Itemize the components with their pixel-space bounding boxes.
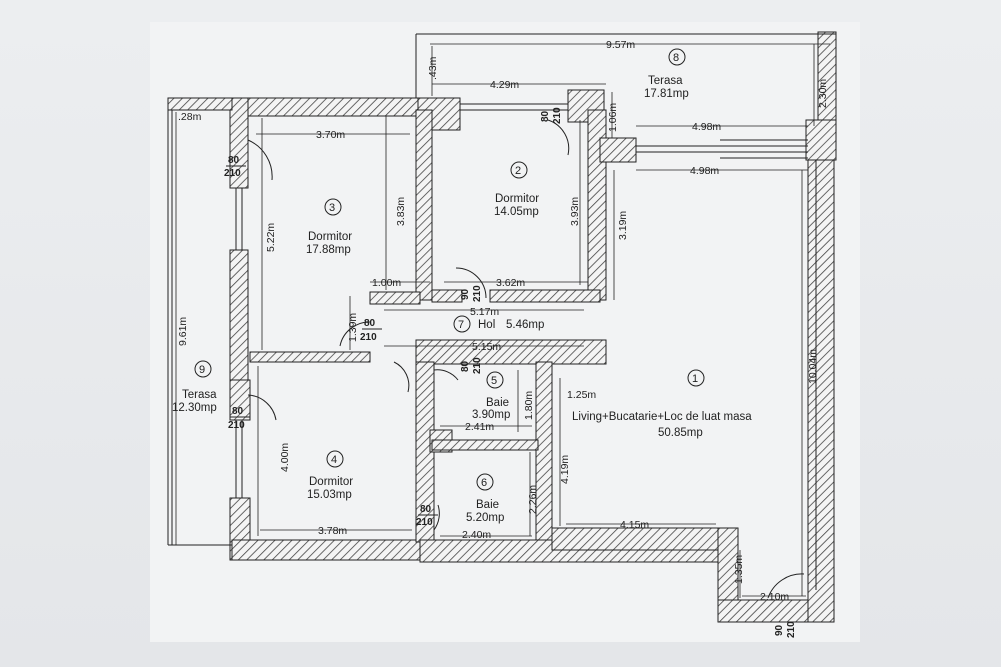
room-area-hol: 5.46mp [506, 319, 544, 331]
dim-terrace8-inner-h: 1.06m [607, 103, 619, 132]
dim-terrace8-inner-w: 4.98m [692, 121, 721, 133]
room-number: 6 [481, 477, 487, 489]
room-number: 3 [329, 202, 335, 214]
labels: 1 2 3 4 5 6 7 8 9 Living+Bucatarie+Loc d… [172, 39, 829, 638]
door-swings [247, 119, 805, 599]
outline-lines [167, 33, 836, 590]
dim-room4-w: 3.78m [318, 525, 347, 537]
dim-hol-top: 5.17m [470, 306, 499, 318]
door-width: 80 [420, 504, 432, 515]
room-number: 7 [458, 319, 464, 331]
room-name-dormitor-2: Dormitor [495, 193, 539, 205]
dim-bath5-w: 2.41m [465, 421, 494, 433]
room-name-dormitor-3: Dormitor [308, 231, 352, 243]
dim-living-top-w: 4.98m [690, 165, 719, 177]
dim-living-notch: 1.25m [567, 389, 596, 401]
dim-bath6-h: 2.26m [527, 485, 539, 514]
room-number: 9 [199, 364, 205, 376]
door-width: 80 [232, 406, 244, 417]
dim-hol-left: 1.00m [372, 277, 401, 289]
room-area-dormitor-2: 14.05mp [494, 206, 539, 218]
room-circle [687, 369, 705, 387]
door-width: 90 [774, 624, 785, 636]
dim-entry-h: 1.35m [733, 555, 745, 584]
room-name-baie-5: Baie [486, 397, 509, 409]
room-name-hol: Hol [478, 319, 495, 331]
dim-terrace8-notch: .43m [427, 56, 439, 80]
room-circle [486, 371, 504, 389]
door-labels: 80 210 80 210 80 210 80 210 80 210 90 21… [224, 107, 797, 638]
dim-living-h: 3.19m [617, 211, 629, 240]
dim-top-total: 9.57m [606, 39, 635, 51]
dim-terrace9-h: 9.61m [177, 317, 189, 346]
room-circle [453, 315, 471, 333]
dim-bath6-w: 2.40m [462, 529, 491, 541]
dim-living-right-h: 10.04m [807, 349, 819, 384]
dim-living-left-h: 4.19m [559, 455, 571, 484]
dim-living-bottom-w: 4.15m [620, 519, 649, 531]
door-height: 210 [228, 420, 245, 431]
room-number: 1 [692, 373, 698, 385]
room-circle [324, 198, 342, 216]
room-circle [326, 450, 344, 468]
room-area-baie-6: 5.20mp [466, 512, 504, 524]
dim-hol-bottom: 5.15m [472, 341, 501, 353]
dim-terrace9-top: .28m [178, 111, 202, 123]
door-height: 210 [472, 285, 483, 302]
paper [150, 22, 860, 642]
door-width: 80 [540, 110, 551, 122]
room-name-baie-6: Baie [476, 499, 499, 511]
door-height: 210 [786, 621, 797, 638]
dim-room3-w: 3.70m [316, 129, 345, 141]
door-width: 80 [460, 360, 471, 372]
room-area-living: 50.85mp [658, 427, 703, 439]
room-number: 2 [515, 165, 521, 177]
dim-entry-w: 2.10m [760, 591, 789, 603]
dim-room2-h: 3.93m [569, 197, 581, 226]
room-name-terasa-9: Terasa [182, 389, 217, 401]
door-height: 210 [360, 332, 377, 343]
dimension-lines [175, 43, 830, 598]
door-width: 80 [364, 318, 376, 329]
room-circle [194, 360, 212, 378]
room-number: 4 [331, 454, 337, 466]
room-area-baie-5: 3.90mp [472, 409, 510, 421]
dim-room4-h: 4.00m [279, 443, 291, 472]
room-number: 8 [673, 52, 679, 64]
room-area-terasa-8: 17.81mp [644, 88, 689, 100]
room-name-dormitor-4: Dormitor [309, 476, 353, 488]
dim-room2-w: 3.62m [496, 277, 525, 289]
dim-hol-h: 1.39m [347, 313, 359, 342]
dim-room3-h: 5.22m [265, 223, 277, 252]
room-name-living: Living+Bucatarie+Loc de luat masa [572, 411, 752, 423]
room-area-terasa-9: 12.30mp [172, 402, 217, 414]
door-width: 90 [460, 288, 471, 300]
dim-terrace8-h: 2.30m [817, 79, 829, 108]
door-height: 210 [224, 168, 241, 179]
room-number: 5 [491, 375, 497, 387]
door-height: 210 [552, 107, 563, 124]
dim-terrace8-left: 4.29m [490, 79, 519, 91]
door-width: 80 [228, 155, 240, 166]
room-area-dormitor-4: 15.03mp [307, 489, 352, 501]
room-circle [668, 48, 686, 66]
room-circle [510, 161, 528, 179]
room-name-terasa-8: Terasa [648, 75, 683, 87]
dim-bath5-h: 1.80m [523, 391, 535, 420]
door-height: 210 [472, 357, 483, 374]
walls [167, 31, 837, 623]
room-area-dormitor-3: 17.88mp [306, 244, 351, 256]
dim-room3-inner-h: 3.83m [395, 197, 407, 226]
room-circle [476, 473, 494, 491]
door-height: 210 [416, 517, 433, 528]
